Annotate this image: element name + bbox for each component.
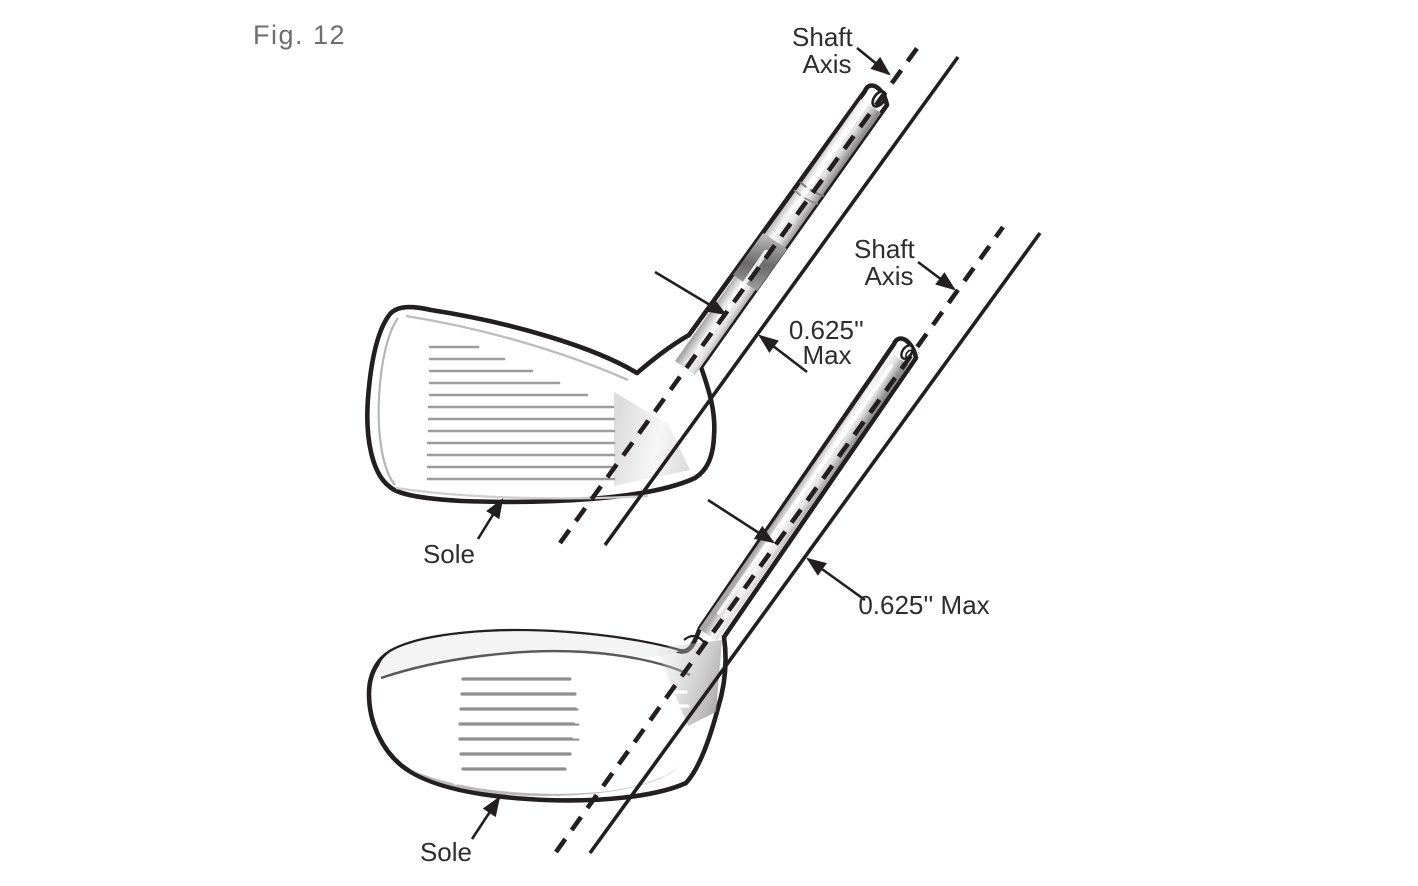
iron-sole-label: Sole (423, 539, 475, 569)
iron-topline-inner (405, 314, 629, 382)
wood-hosel-shade (656, 640, 722, 726)
iron-toe-inner (377, 317, 399, 486)
wood-shaft-axis-line (554, 225, 1005, 854)
figure-label: Fig. 12 (253, 20, 346, 50)
wood-face-grooves-white (388, 677, 690, 785)
wood-face-grooves-gray (458, 677, 580, 771)
wood-offset-line (588, 231, 1042, 855)
iron-grip-ring-2 (793, 189, 819, 205)
wood-club-drawing (366, 336, 919, 803)
iron-silhouette (365, 83, 890, 505)
wood-face-topline (380, 649, 691, 680)
wood-shaft-highlight (717, 364, 893, 615)
iron-grip-ring (799, 181, 825, 197)
iron-sole-inner (395, 486, 649, 500)
wood-sole-label: Sole (420, 837, 472, 867)
iron-max-arrow-to-axis (654, 270, 727, 316)
wood-shaft-axis-arrow (917, 260, 956, 291)
iron-shaft-axis-label: Shaft Axis (792, 22, 860, 79)
iron-shaft-axis-line (558, 38, 925, 545)
wood-shaft-butt-hole (905, 349, 913, 359)
iron-face-hosel-shade (614, 392, 690, 486)
wood-max-label: 0.625'' Max (858, 590, 989, 620)
iron-shaft-axis-arrow (856, 46, 891, 76)
wood-crown (378, 631, 679, 679)
wood-max-arrow-to-axis (707, 498, 775, 544)
wood-sole-arrow (470, 796, 501, 840)
wood-sole-shade (408, 766, 680, 796)
iron-face-grooves (426, 345, 616, 481)
iron-max-arrow-to-line (758, 334, 808, 374)
wood-shaft-axis-label: Shaft Axis (854, 234, 922, 291)
iron-club-drawing (365, 83, 890, 505)
iron-offset-line (603, 55, 960, 547)
iron-max-label: 0.625'' Max (789, 315, 871, 370)
wood-max-arrow-to-line (806, 557, 866, 602)
iron-sole-arrow (476, 498, 504, 540)
